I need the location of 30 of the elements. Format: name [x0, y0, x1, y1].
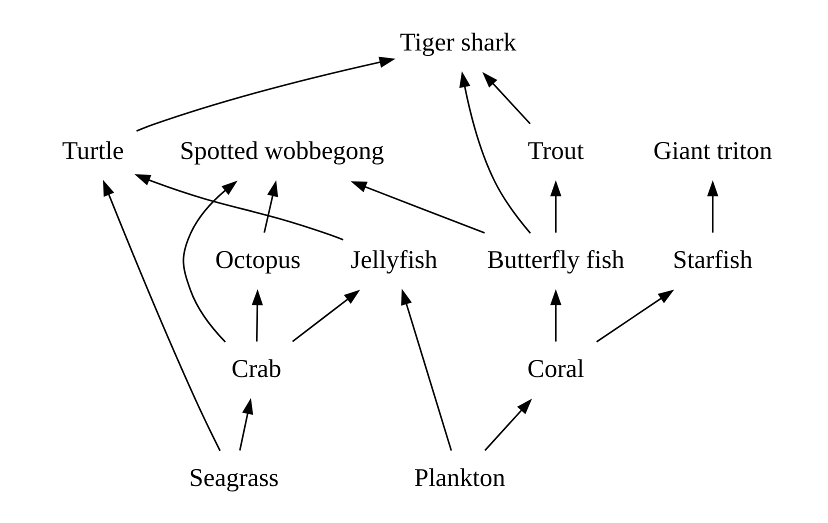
arrow	[102, 179, 220, 451]
node-text: Spotted wobbegong	[179, 136, 384, 165]
arrow	[292, 289, 360, 342]
arrow	[182, 180, 238, 342]
arrow	[706, 180, 718, 232]
arrow	[251, 288, 262, 342]
node-text: Jellyfish	[350, 244, 437, 274]
node-text: Coral	[526, 353, 584, 382]
node-text: Butterfly fish	[486, 244, 624, 274]
arrow	[400, 288, 452, 450]
arrow	[484, 398, 532, 450]
node-text: Plankton	[414, 462, 505, 492]
arrow	[550, 288, 561, 342]
arrow	[482, 71, 530, 124]
node-text: Starfish	[672, 244, 752, 274]
arrow	[350, 180, 484, 234]
arrow	[550, 180, 561, 232]
node-text: Tiger shark	[399, 26, 516, 56]
arrow	[136, 56, 395, 132]
node-text: Seagrass	[188, 462, 278, 492]
arrow	[134, 174, 343, 240]
node-text: Giant triton	[652, 136, 772, 165]
node-text: Crab	[230, 353, 281, 382]
arrow	[263, 180, 278, 232]
node-text: Trout	[527, 136, 584, 165]
arrow	[238, 398, 253, 450]
arrow	[596, 289, 674, 342]
node-text: Turtle	[62, 136, 124, 165]
arrow	[458, 70, 530, 234]
node-text: Octopus	[214, 244, 300, 274]
